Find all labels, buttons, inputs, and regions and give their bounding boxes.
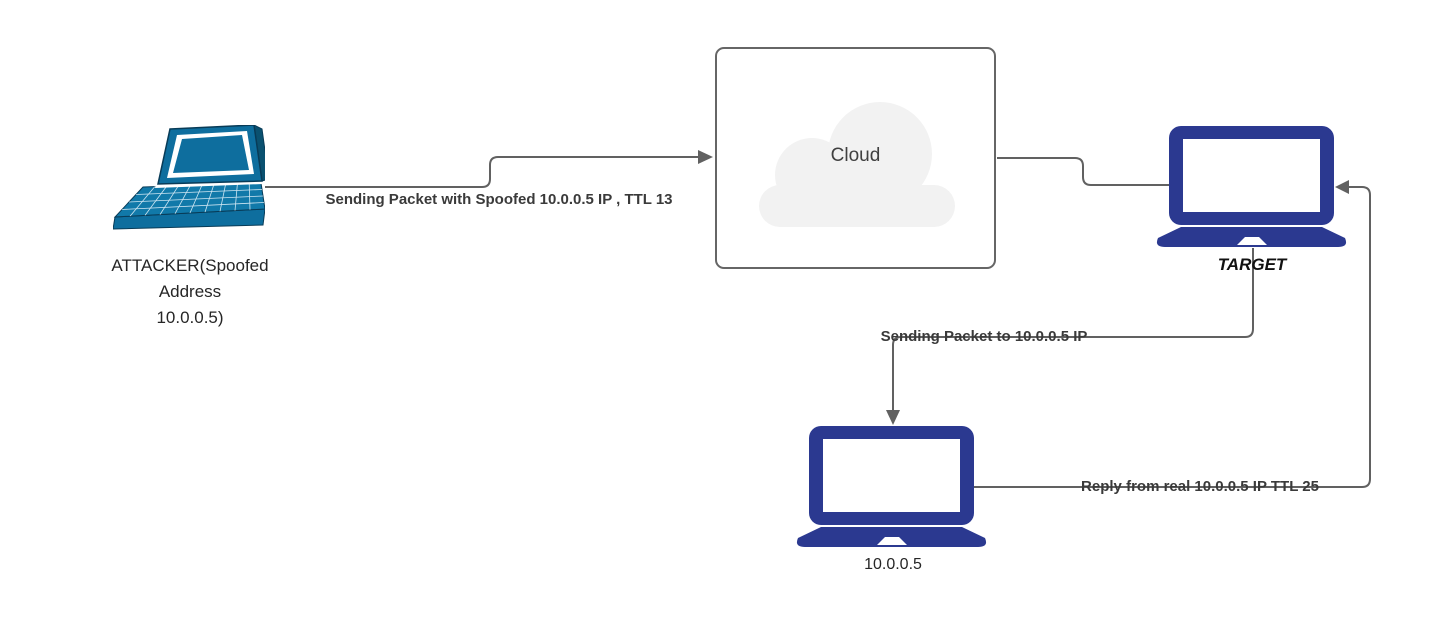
edge-cloud-to-target [997,157,1172,186]
attacker-laptop-icon [112,124,270,235]
cloud-label: Cloud [830,145,881,166]
attacker-label-line2: Address [158,282,222,301]
attacker-label: ATTACKER(Spoofed Address 10.0.0.5) [111,253,268,331]
target-laptop-icon [1155,126,1348,253]
edge-label-reply: Reply from real 10.0.0.5 IP TTL 25 [1081,478,1319,495]
cloud-icon [759,102,955,227]
real-host-laptop-icon [795,426,988,553]
edge-label-send-packet: Sending Packet to 10.0.0.5 IP [880,328,1088,345]
attacker-label-line3: 10.0.0.5) [156,308,224,327]
real-host-label: 10.0.0.5 [864,556,922,573]
arrowhead-into-cloud [698,150,713,164]
arrowhead-into-real-host [886,410,900,425]
cloud-box: Cloud [715,47,996,269]
attacker-label-line1: ATTACKER(Spoofed [111,256,269,275]
edge-attacker-to-cloud [265,156,698,188]
edge-target-to-real-host [892,248,1254,410]
edge-label-spoofed-packet: Sending Packet with Spoofed 10.0.0.5 IP … [325,191,673,208]
arrowhead-into-target [1335,180,1349,194]
target-label: TARGET [1217,255,1287,274]
edge-real-host-to-target [973,186,1371,488]
